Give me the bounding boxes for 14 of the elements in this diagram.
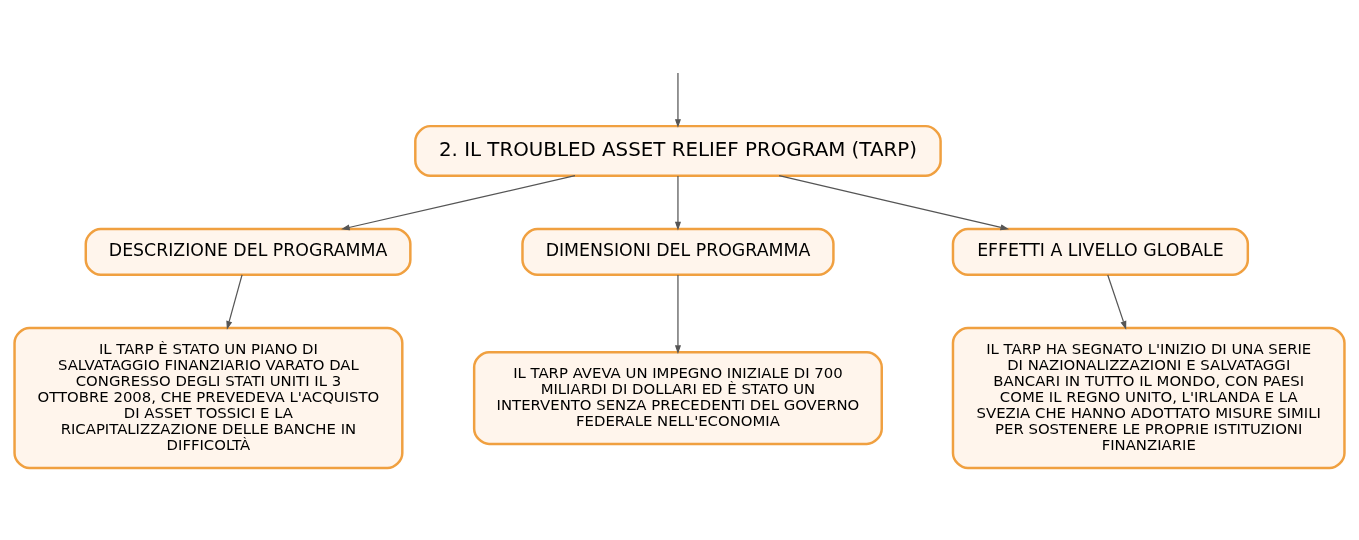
arrow xyxy=(341,175,576,231)
arrow xyxy=(1107,274,1127,330)
node-box: IL TARP AVEVA UN IMPEGNO INIZIALE DI 700 MILIARDI DI DOLLARI ED È STATO UN INTERVENTO SENZA PRECEDENTI DEL GOVERNO FEDERALE NELL'ECONOMIA xyxy=(472,350,883,446)
node-box: EFFETTI A LIVELLO GLOBALE xyxy=(951,227,1250,276)
arrow xyxy=(674,175,681,231)
node-box: IL TARP È STATO UN PIANO DI SALVATAGGIO FINANZIARIO VARATO DAL CONGRESSO DEGLI STATI UNITI IL 3 OTTOBRE 2008, CHE PREVEDEVA L'ACQUISTO DI ASSET TOSSICI E LA RICAPITALIZZAZIONE DELLE BANCHE IN DIFFICOLTÀ xyxy=(13,326,404,470)
arrow xyxy=(778,175,1010,231)
node-box: DIMENSIONI DEL PROGRAMMA xyxy=(521,227,835,276)
node-box: 2. IL TROUBLED ASSET RELIEF PROGRAM (TARP) xyxy=(414,124,942,177)
arrow xyxy=(226,274,243,330)
arrow xyxy=(674,274,681,354)
arrow xyxy=(674,72,681,128)
node-box: IL TARP HA SEGNATO L'INIZIO DI UNA SERIE DI NAZIONALIZZAZIONI E SALVATAGGI BANCARI IN TUTTO IL MONDO, CON PAESI COME IL REGNO UNITO, L'IRLANDA E LA SVEZIA CHE HANNO ADOTTATO MISURE SIMILI PER SOSTENERE LE PROPRIE ISTITUZIONI FINANZIARIE xyxy=(951,326,1346,470)
node-box: DESCRIZIONE DEL PROGRAMMA xyxy=(84,227,412,276)
